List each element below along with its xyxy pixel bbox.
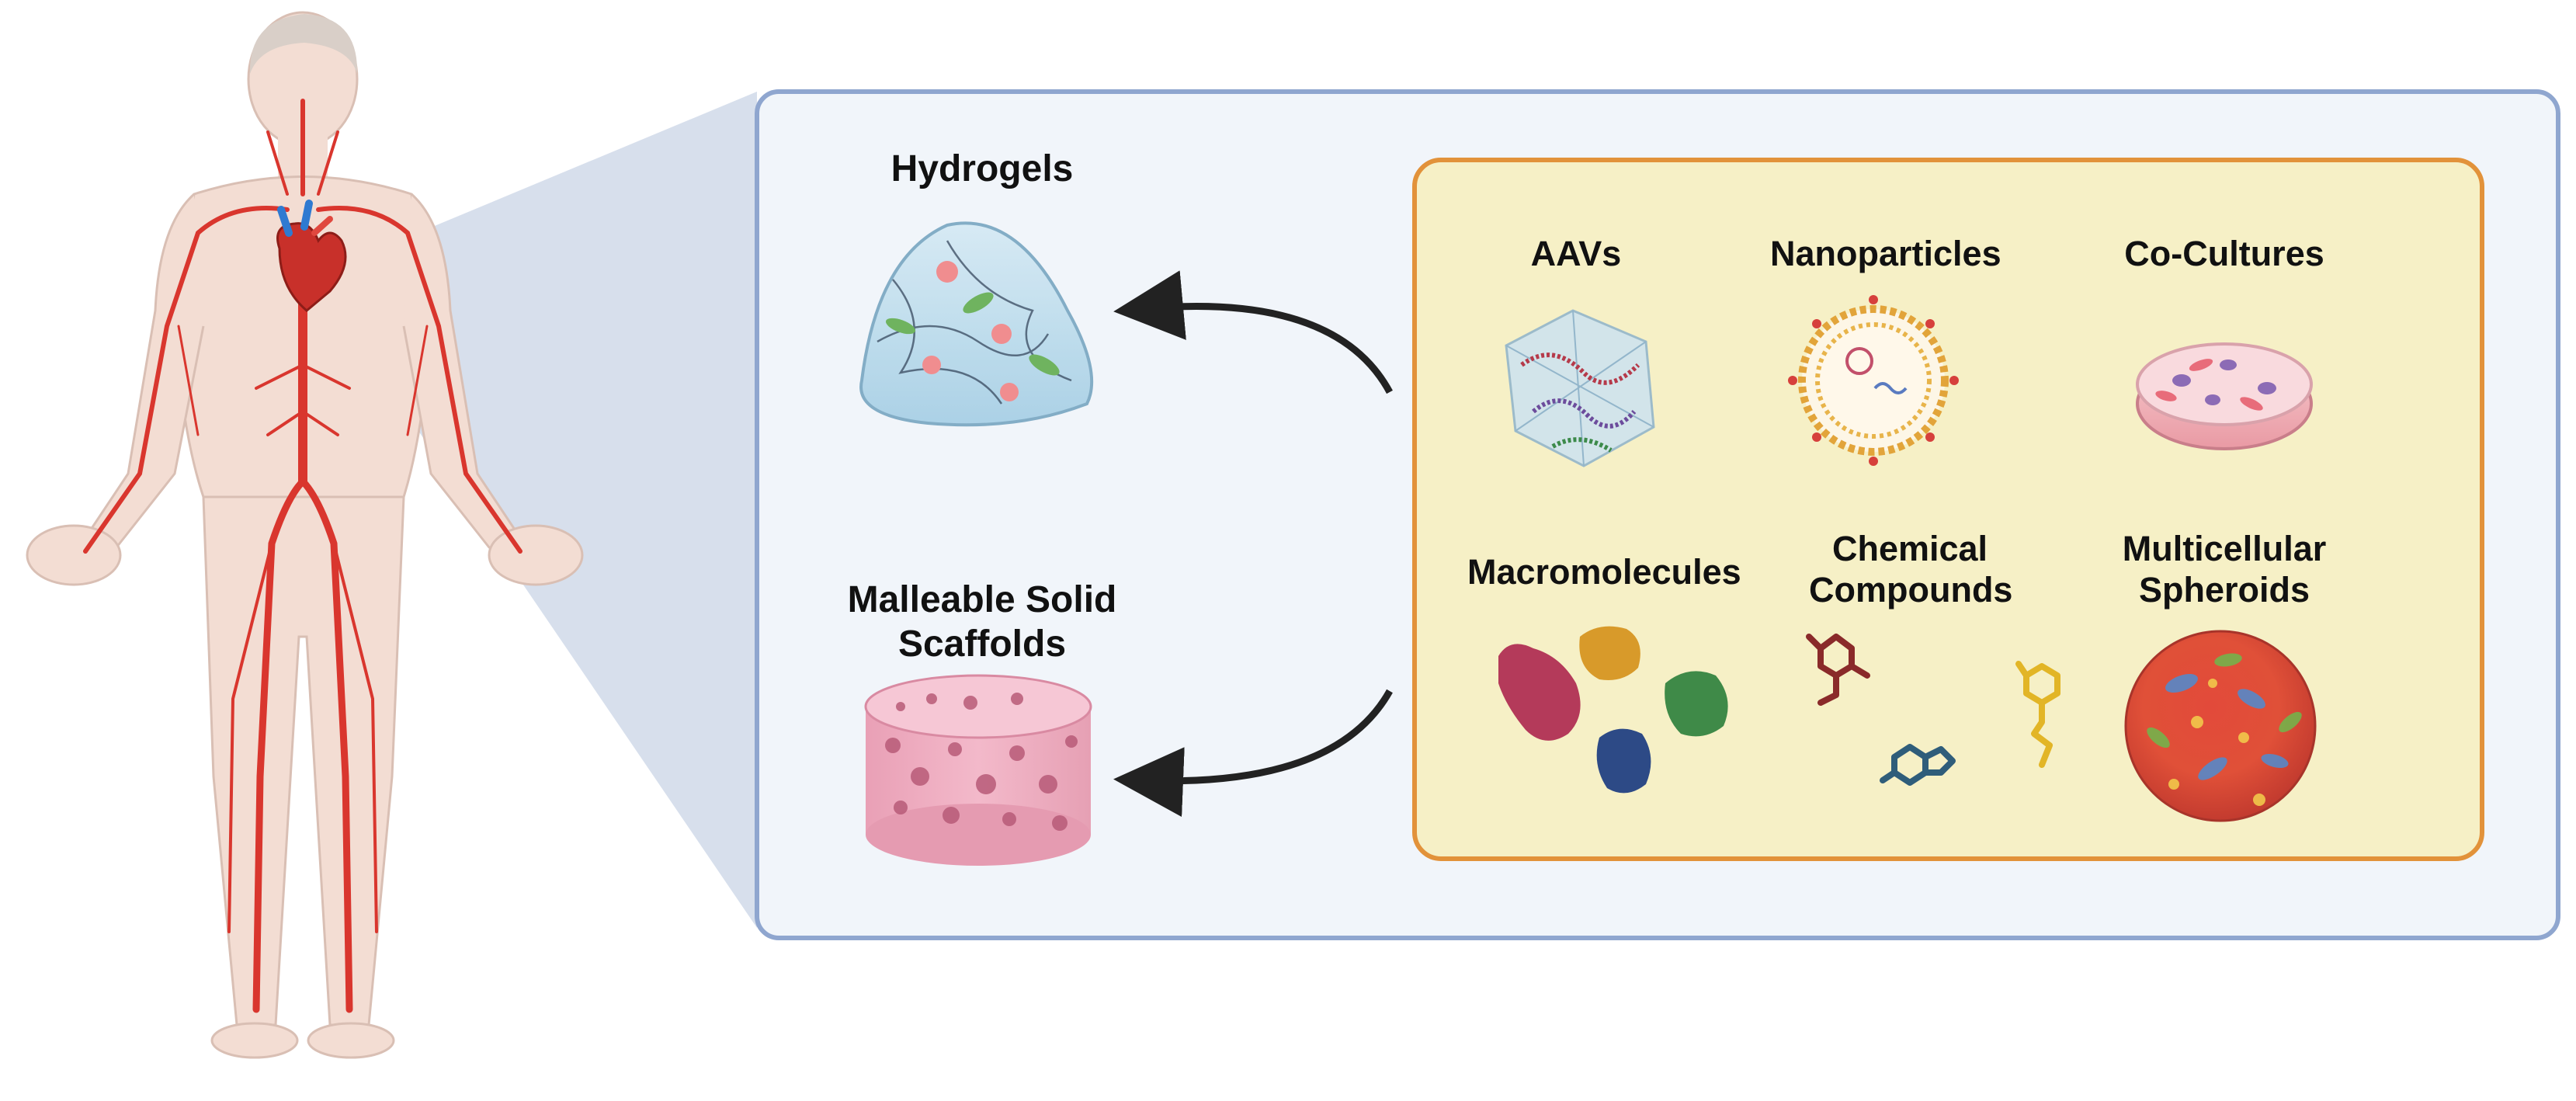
label-spheroids-line2: Spheroids — [2138, 570, 2310, 610]
label-macromolecules: Macromolecules — [1467, 552, 1741, 592]
human-body-illustration — [26, 11, 584, 1059]
label-scaffolds-line1: Malleable Solid — [847, 579, 1117, 620]
arrow-to-hydrogels — [1113, 270, 1393, 394]
label-hydrogels: Hydrogels — [890, 148, 1074, 189]
label-nanoparticles: Nanoparticles — [1770, 234, 2001, 273]
label-spheroids-line1: Multicellular — [2122, 529, 2327, 568]
arrow-to-scaffolds — [1113, 689, 1393, 818]
petri-dish-icon — [2136, 342, 2313, 450]
label-aavs: AAVs — [1530, 234, 1622, 273]
label-scaffolds-line2: Scaffolds — [897, 623, 1067, 665]
protein-blobs-icon — [1498, 626, 1728, 794]
lipid-nanoparticle-icon — [1788, 295, 1959, 466]
label-multicellular-spheroids: Multicellular Spheroids — [2112, 528, 2337, 610]
molecule-structures-icon — [1806, 634, 2060, 786]
hydrogel-icon — [859, 221, 1094, 427]
heart-icon — [276, 200, 347, 312]
label-co-cultures: Co-Cultures — [2124, 234, 2324, 273]
spheroid-icon — [2124, 630, 2317, 822]
label-malleable-solid-scaffolds: Malleable Solid Scaffolds — [807, 578, 1157, 666]
label-chemical-line2: Compounds — [1809, 570, 2013, 610]
label-chemical-line1: Chemical — [1831, 529, 1988, 568]
aav-capsid-icon — [1505, 309, 1655, 467]
scaffold-icon — [864, 674, 1092, 866]
label-chemical-compounds: Chemical Compounds — [1809, 528, 2013, 610]
